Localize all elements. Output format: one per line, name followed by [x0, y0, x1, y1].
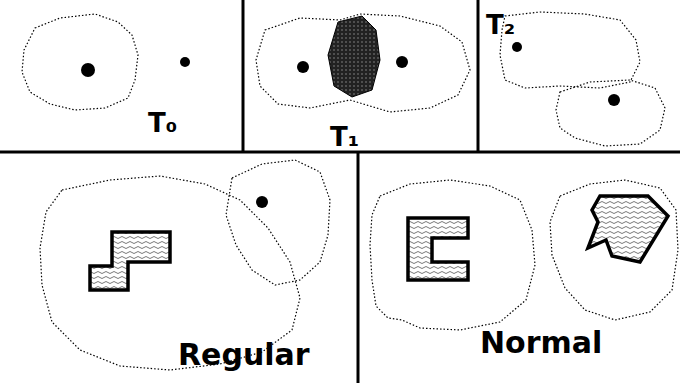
hatched-shape [90, 196, 668, 290]
fusion-region [328, 16, 380, 97]
panel-label: T₁ [330, 124, 359, 150]
panel-label: T₀ [148, 110, 177, 136]
panel-label: T₂ [486, 12, 515, 38]
category-label: Regular [178, 340, 310, 370]
cell-outline [22, 12, 678, 370]
category-label: Normal [480, 328, 602, 358]
